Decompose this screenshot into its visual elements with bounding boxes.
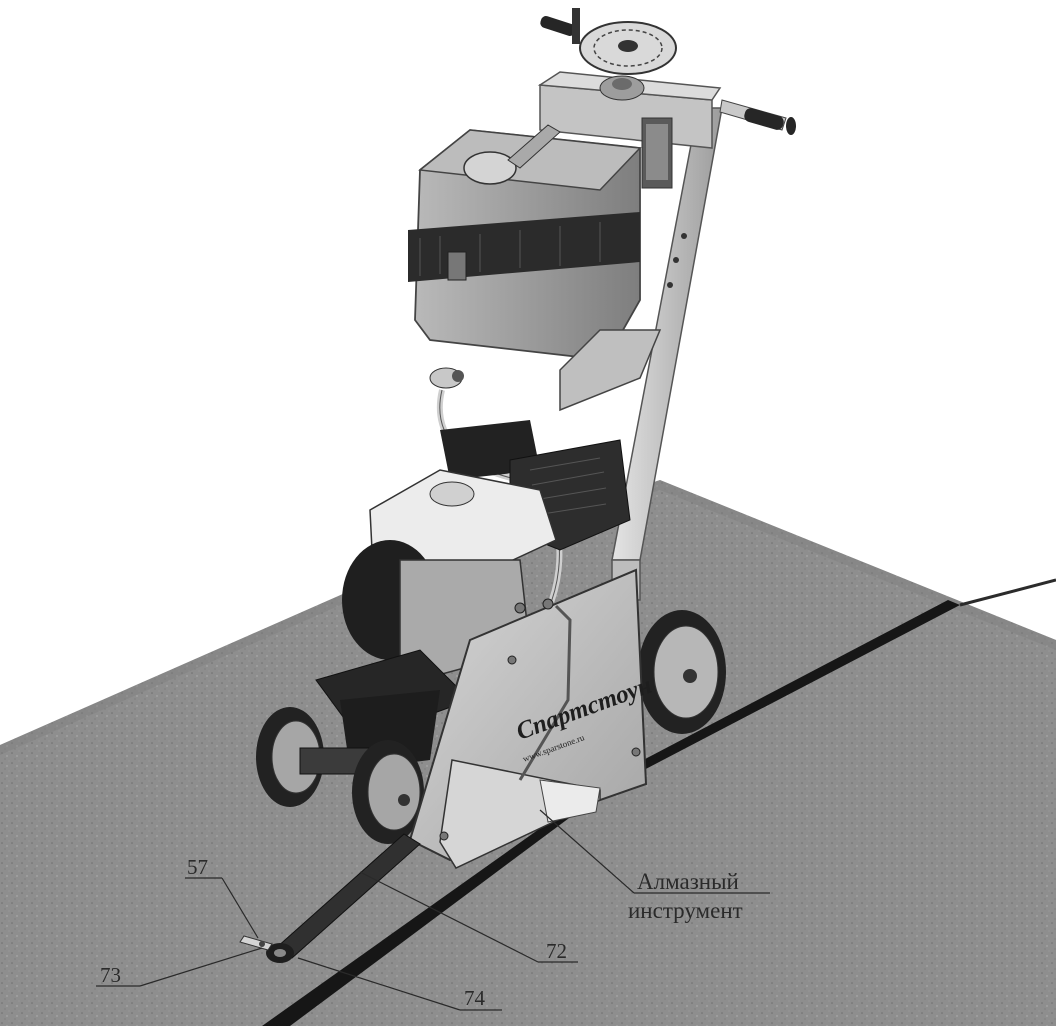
water-tank (408, 124, 662, 412)
rear-wheel (638, 610, 726, 734)
callout-74: 74 (464, 986, 486, 1010)
grip-handles (540, 8, 796, 135)
handle-frame (537, 71, 723, 601)
callout-73: 73 (100, 963, 121, 987)
blade-guard: Спартстоун www.sparstone.ru (408, 568, 655, 869)
front-wheels (256, 707, 424, 844)
diamond-tool-label-line1: Алмазный (637, 869, 739, 894)
diamond-tool-label-line2: инструмент (628, 898, 743, 923)
cut-groove (262, 578, 1056, 1026)
callout-72: 72 (546, 939, 567, 963)
engine (342, 420, 631, 681)
depth-control-wheel (579, 21, 677, 101)
callouts: 57 73 72 74 Алмазный инструмент (96, 809, 770, 1011)
guide-pointer (239, 833, 421, 963)
callout-57: 57 (187, 855, 208, 879)
